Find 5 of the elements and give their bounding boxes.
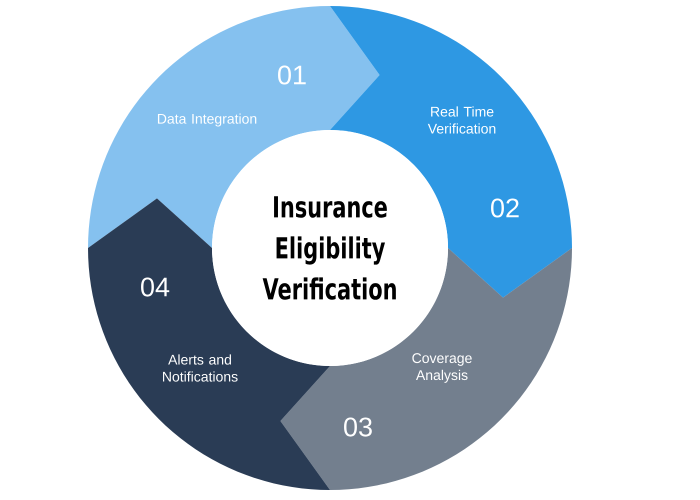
step-number: 03	[344, 417, 372, 437]
step-number: 01	[278, 65, 306, 85]
step-number: 02	[491, 198, 519, 218]
step-label: Data Integration	[158, 113, 256, 127]
step-number: 04	[141, 277, 170, 297]
